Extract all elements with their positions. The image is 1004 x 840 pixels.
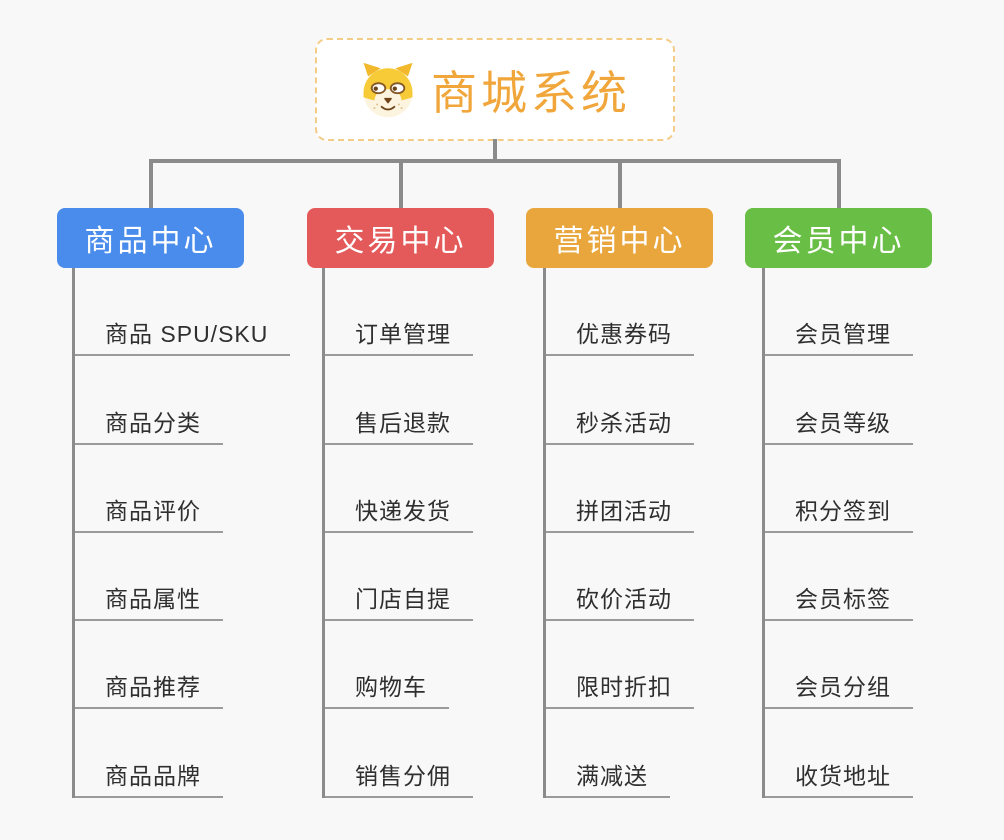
- child-item[interactable]: 会员分组: [765, 668, 913, 710]
- child-row: 拼团活动: [546, 445, 803, 533]
- branch-children-marketing-center: 优惠券码 秒杀活动 拼团活动 砍价活动 限时折扣 满减送: [543, 268, 803, 798]
- branch-label: 营销中心: [553, 225, 686, 258]
- branch-node-marketing-center[interactable]: 营销中心: [526, 208, 713, 268]
- child-item[interactable]: 砍价活动: [546, 580, 694, 622]
- child-row: 会员管理: [765, 268, 1004, 357]
- child-row: 商品评价: [75, 445, 332, 533]
- child-row: 会员分组: [765, 621, 1004, 710]
- child-row: 优惠券码: [546, 268, 803, 357]
- child-item[interactable]: 拼团活动: [546, 492, 694, 533]
- child-row: 限时折扣: [546, 621, 803, 710]
- child-item[interactable]: 限时折扣: [546, 668, 694, 710]
- child-item[interactable]: 商品推荐: [75, 668, 223, 710]
- connector-drop-3: [618, 159, 622, 208]
- child-row: 购物车: [325, 621, 582, 710]
- child-item[interactable]: 购物车: [325, 668, 449, 710]
- child-row: 砍价活动: [546, 533, 803, 622]
- child-row: 订单管理: [325, 268, 582, 357]
- child-item[interactable]: 积分签到: [765, 492, 913, 533]
- child-item[interactable]: 订单管理: [325, 315, 473, 357]
- child-item[interactable]: 门店自提: [325, 580, 473, 622]
- child-item[interactable]: 优惠券码: [546, 315, 694, 357]
- child-item[interactable]: 会员管理: [765, 315, 913, 357]
- child-item[interactable]: 秒杀活动: [546, 404, 694, 445]
- branch-node-product-center[interactable]: 商品中心: [57, 208, 244, 268]
- child-row: 快递发货: [325, 445, 582, 533]
- child-item[interactable]: 销售分佣: [325, 757, 473, 798]
- child-row: 会员等级: [765, 356, 1004, 445]
- child-row: 门店自提: [325, 533, 582, 622]
- branch-children-member-center: 会员管理 会员等级 积分签到 会员标签 会员分组 收货地址: [762, 268, 1004, 798]
- child-row: 商品分类: [75, 356, 332, 445]
- branch-node-trade-center[interactable]: 交易中心: [307, 208, 494, 268]
- connector-drop-1: [149, 159, 153, 208]
- child-item[interactable]: 商品 SPU/SKU: [75, 315, 291, 357]
- root-title: 商城系统: [431, 66, 631, 119]
- child-row: 售后退款: [325, 356, 582, 445]
- child-item[interactable]: 商品属性: [75, 580, 223, 622]
- connector-root-stub: [493, 139, 497, 161]
- child-item[interactable]: 快递发货: [325, 492, 473, 533]
- child-row: 会员标签: [765, 533, 1004, 622]
- connector-drop-2: [399, 159, 403, 208]
- child-item[interactable]: 商品品牌: [75, 757, 223, 798]
- child-row: 商品 SPU/SKU: [75, 268, 332, 357]
- child-item[interactable]: 收货地址: [765, 757, 913, 798]
- child-item[interactable]: 会员标签: [765, 580, 913, 622]
- child-row: 满减送: [546, 709, 803, 798]
- child-item[interactable]: 会员等级: [765, 404, 913, 445]
- child-item[interactable]: 商品分类: [75, 404, 223, 445]
- branch-node-member-center[interactable]: 会员中心: [745, 208, 932, 268]
- child-item[interactable]: 商品评价: [75, 492, 223, 533]
- child-row: 商品属性: [75, 533, 332, 622]
- child-row: 商品推荐: [75, 621, 332, 710]
- connector-drop-4: [837, 159, 841, 208]
- branch-label: 会员中心: [772, 225, 905, 258]
- shiba-dog-icon: [359, 61, 417, 119]
- connector-rail: [149, 159, 841, 163]
- branch-children-trade-center: 订单管理 售后退款 快递发货 门店自提 购物车 销售分佣: [322, 268, 582, 798]
- child-row: 秒杀活动: [546, 356, 803, 445]
- branch-label: 交易中心: [334, 225, 467, 258]
- child-row: 商品品牌: [75, 709, 332, 798]
- child-item[interactable]: 满减送: [546, 757, 670, 798]
- child-row: 销售分佣: [325, 709, 582, 798]
- child-row: 积分签到: [765, 445, 1004, 533]
- child-item[interactable]: 售后退款: [325, 404, 473, 445]
- branch-children-product-center: 商品 SPU/SKU 商品分类 商品评价 商品属性 商品推荐 商品品牌: [72, 268, 332, 798]
- child-row: 收货地址: [765, 709, 1004, 798]
- root-node[interactable]: 商城系统: [315, 38, 675, 141]
- branch-label: 商品中心: [84, 225, 217, 258]
